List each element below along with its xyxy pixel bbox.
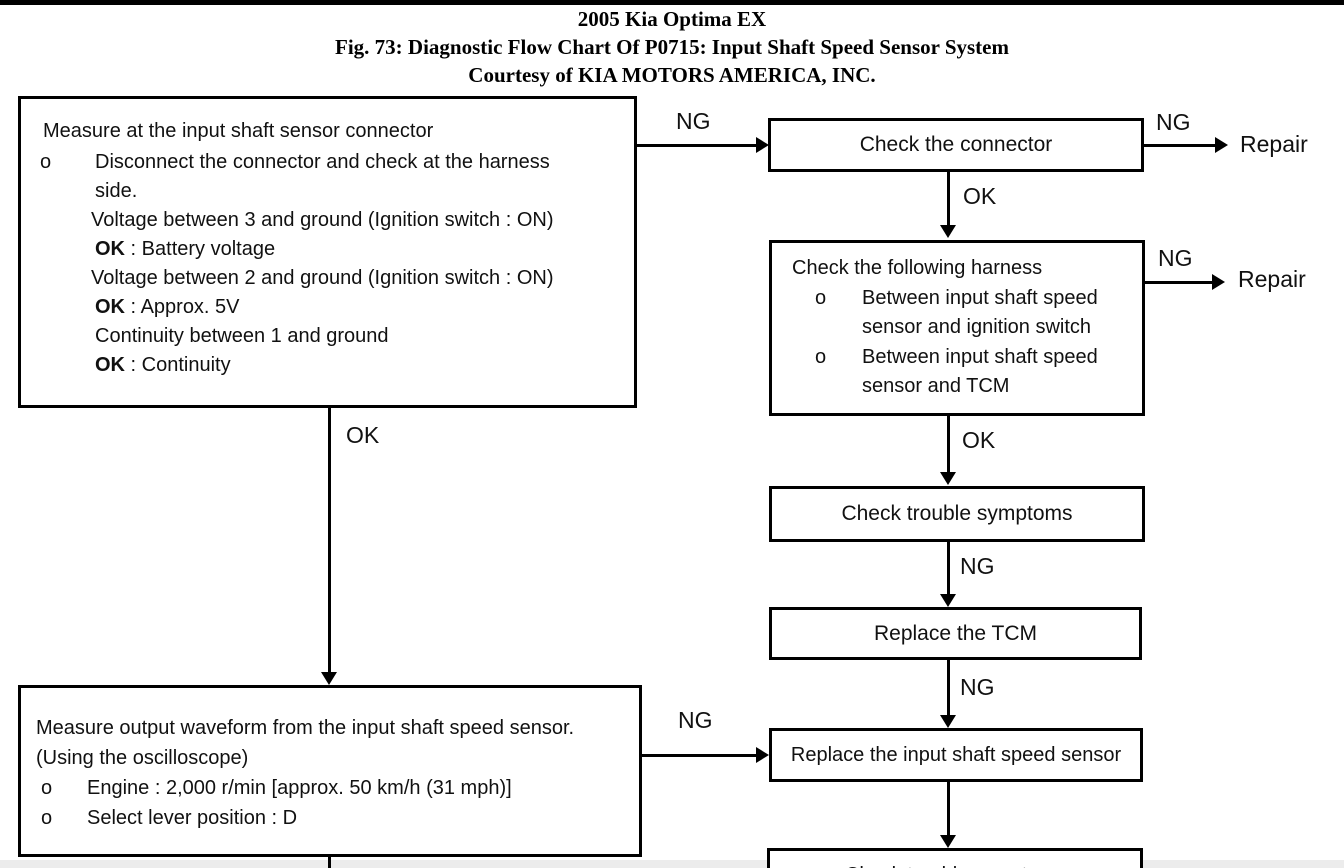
- node-text: Replace the input shaft speed sensor: [790, 743, 1122, 766]
- node-text: Disconnect the connector and check at th…: [95, 151, 550, 173]
- edge-label-ok: OK: [346, 422, 380, 448]
- flow-line: [947, 782, 950, 836]
- node-check-connector: Check the connector: [768, 118, 1144, 172]
- node-text: Voltage between 3 and ground (Ignition s…: [91, 209, 554, 231]
- arrow-down-icon: [940, 835, 956, 848]
- node-text: Check the following harness: [792, 257, 1043, 279]
- node-text: Continuity between 1 and ground: [95, 325, 389, 347]
- bullet-marker: o: [815, 287, 827, 309]
- ok-result-value: : Continuity: [125, 354, 231, 376]
- arrow-down-icon: [321, 672, 337, 685]
- edge-label-ng: NG: [960, 674, 995, 700]
- ok-result-value: : Battery voltage: [125, 238, 276, 260]
- edge-label-ng: NG: [1158, 245, 1193, 271]
- node-replace-tcm: Replace the TCM: [769, 607, 1142, 660]
- flow-line: [637, 144, 757, 147]
- flow-line: [947, 416, 950, 473]
- node-text: side.: [95, 180, 138, 202]
- figure-caption: Fig. 73: Diagnostic Flow Chart Of P0715:…: [335, 35, 1009, 59]
- flow-line: [1145, 281, 1213, 284]
- bullet-marker: o: [41, 807, 53, 829]
- node-text: Check trouble symptoms: [770, 864, 1140, 868]
- ok-result-label: OK: [95, 354, 125, 376]
- node-text: sensor and ignition switch: [862, 316, 1092, 338]
- page-top-rule: [0, 0, 1344, 5]
- edge-label-ok: OK: [962, 427, 996, 453]
- node-text: Measure at the input shaft sensor connec…: [43, 120, 434, 142]
- arrow-right-icon: [756, 747, 769, 763]
- flow-line: [947, 172, 950, 226]
- node-text: Measure output waveform from the input s…: [36, 717, 575, 739]
- ok-result-label: OK: [95, 238, 125, 260]
- ok-result-label: OK: [95, 296, 125, 318]
- edge-label-ok: OK: [963, 183, 997, 209]
- node-check-harness: Check the following harness o Between in…: [769, 240, 1145, 416]
- arrow-down-icon: [940, 472, 956, 485]
- bullet-marker: o: [41, 777, 53, 799]
- node-check-trouble-symptoms-2: Check trouble symptoms: [767, 848, 1143, 868]
- arrow-right-icon: [1212, 274, 1225, 290]
- edge-label-ng: NG: [960, 553, 995, 579]
- node-text: Engine : 2,000 r/min [approx. 50 km/h (3…: [87, 777, 512, 799]
- terminal-repair: Repair: [1238, 266, 1306, 292]
- node-measure-connector: Measure at the input shaft sensor connec…: [18, 96, 637, 408]
- edge-label-ng: NG: [1156, 109, 1191, 135]
- node-measure-waveform: Measure output waveform from the input s…: [18, 685, 642, 857]
- arrow-down-icon: [940, 594, 956, 607]
- ok-result-value: : Approx. 5V: [125, 296, 240, 318]
- flow-line: [947, 542, 950, 595]
- flow-line: [1144, 144, 1216, 147]
- node-text: OK : Approx. 5V: [95, 296, 240, 319]
- node-text: Between input shaft speed: [862, 287, 1098, 309]
- node-text: Voltage between 2 and ground (Ignition s…: [91, 267, 554, 289]
- arrow-down-icon: [940, 225, 956, 238]
- node-text: OK : Continuity: [95, 354, 231, 377]
- bullet-marker: o: [815, 346, 827, 368]
- flow-line: [947, 660, 950, 716]
- courtesy-line: Courtesy of KIA MOTORS AMERICA, INC.: [468, 63, 876, 87]
- arrow-right-icon: [756, 137, 769, 153]
- scan-edge-strip: [0, 860, 1344, 868]
- flow-line: [328, 408, 331, 673]
- node-check-trouble-symptoms: Check trouble symptoms: [769, 486, 1145, 542]
- node-text: Check trouble symptoms: [841, 502, 1073, 525]
- node-text: Between input shaft speed: [862, 346, 1098, 368]
- arrow-down-icon: [940, 715, 956, 728]
- flow-line: [642, 754, 757, 757]
- node-text: Check the connector: [859, 133, 1053, 156]
- node-text: OK : Battery voltage: [95, 238, 275, 261]
- bullet-marker: o: [40, 151, 52, 173]
- edge-label-ng: NG: [676, 108, 711, 134]
- node-text: (Using the oscilloscope): [36, 747, 249, 769]
- flow-line: [328, 857, 331, 868]
- arrow-right-icon: [1215, 137, 1228, 153]
- node-text: Replace the TCM: [873, 621, 1038, 645]
- node-text: sensor and TCM: [862, 375, 1010, 397]
- page-title: 2005 Kia Optima EX: [577, 7, 767, 31]
- edge-label-ng: NG: [678, 707, 713, 733]
- node-text: Select lever position : D: [87, 807, 298, 829]
- terminal-repair: Repair: [1240, 131, 1308, 157]
- node-replace-sensor: Replace the input shaft speed sensor: [769, 728, 1143, 782]
